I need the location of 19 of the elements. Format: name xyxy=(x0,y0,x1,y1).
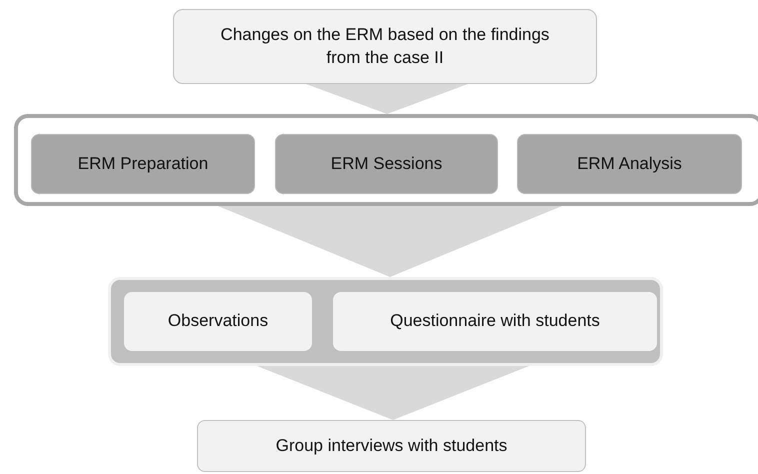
node-label: Group interviews with students xyxy=(274,434,508,457)
node-label: Observations xyxy=(166,310,270,332)
process-box xyxy=(31,134,255,194)
process-box xyxy=(124,292,312,351)
process-box xyxy=(275,134,498,194)
node-label: Changes on the ERM based on the findings from the case II xyxy=(220,24,550,68)
node-label: ERM Preparation xyxy=(76,152,210,175)
chevron-arrow xyxy=(306,84,468,114)
chevron-arrow xyxy=(218,206,562,277)
group-panel xyxy=(108,277,663,366)
process-box xyxy=(517,134,742,194)
node-label: ERM Sessions xyxy=(330,152,444,175)
node-label: ERM Analysis xyxy=(576,152,683,175)
process-box xyxy=(173,9,597,84)
group-panel xyxy=(14,114,758,206)
process-box xyxy=(333,292,657,351)
process-box xyxy=(197,420,586,472)
node-label: Questionnaire with students xyxy=(389,310,601,332)
chevron-arrow xyxy=(257,366,529,420)
